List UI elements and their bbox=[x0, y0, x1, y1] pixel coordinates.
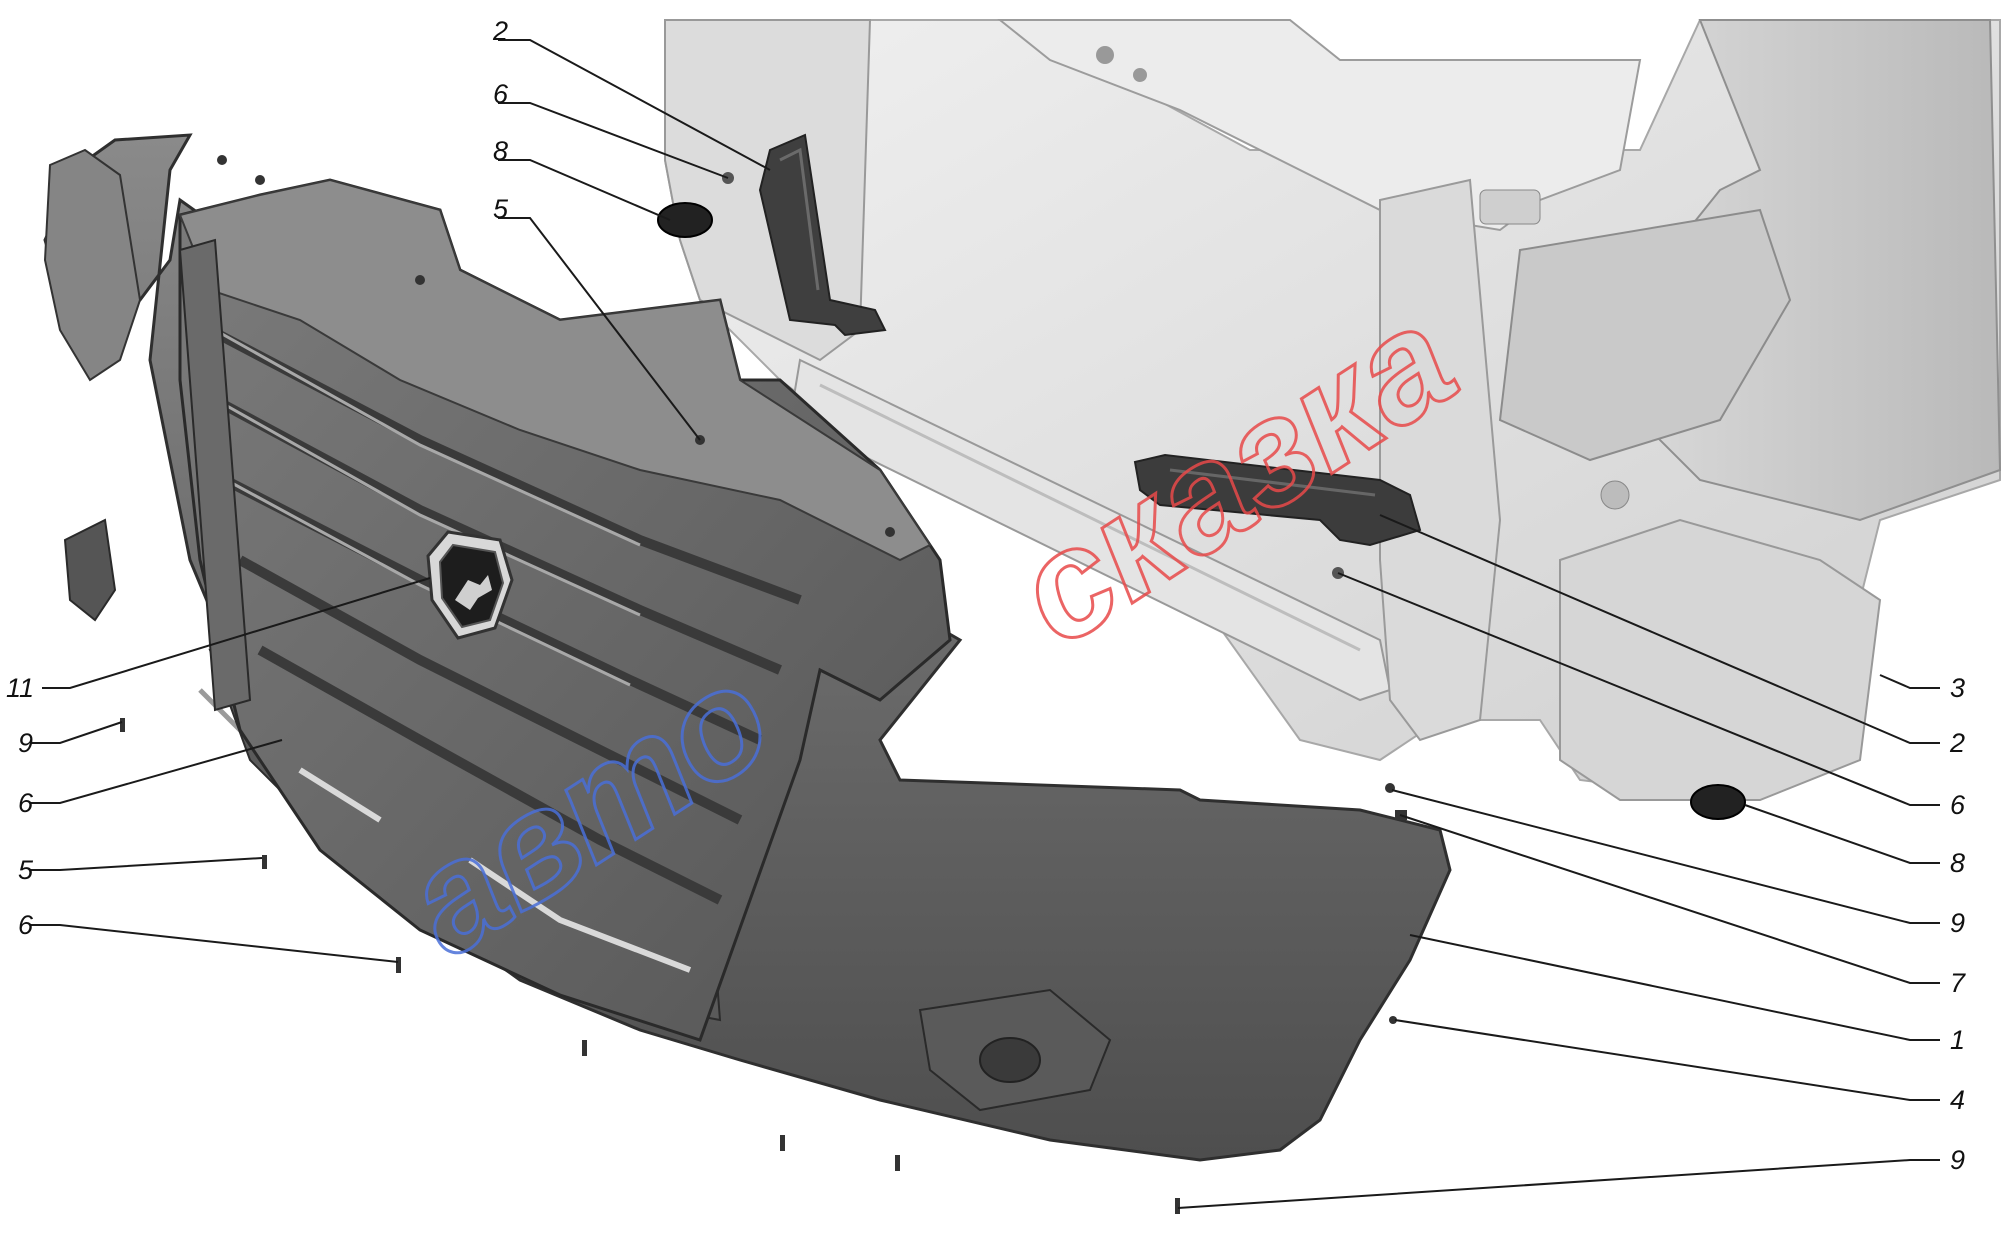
callout-4: 4 bbox=[1950, 1085, 1965, 1115]
bracket-right bbox=[1133, 453, 1422, 547]
gaz-emblem bbox=[426, 530, 514, 640]
leader-lines bbox=[30, 39, 1940, 1209]
callout-9-bottom: 9 bbox=[1950, 1145, 1965, 1175]
callout-3: 3 bbox=[1950, 673, 1965, 703]
callout-6-right: 6 bbox=[1950, 790, 1966, 820]
callout-5-top: 5 bbox=[493, 194, 509, 224]
bracket-left bbox=[758, 133, 887, 337]
callout-labels: 2 6 8 5 11 9 6 5 6 3 2 6 8 9 7 1 4 9 bbox=[6, 16, 1966, 1175]
body-front-frame bbox=[664, 19, 2002, 802]
callout-9-left: 9 bbox=[18, 728, 33, 758]
callout-8-right: 8 bbox=[1950, 848, 1965, 878]
callout-6-left-lower: 6 bbox=[18, 910, 34, 940]
callout-5-left: 5 bbox=[18, 855, 34, 885]
callout-7: 7 bbox=[1950, 968, 1966, 998]
callout-9-right: 9 bbox=[1950, 908, 1965, 938]
callout-2-right: 2 bbox=[1949, 728, 1965, 758]
callout-6-top: 6 bbox=[493, 79, 509, 109]
radiator-grille bbox=[178, 178, 952, 1042]
callout-6-left: 6 bbox=[18, 788, 34, 818]
callout-1: 1 bbox=[1950, 1025, 1965, 1055]
callout-2-top: 2 bbox=[492, 16, 508, 46]
callout-11: 11 bbox=[6, 673, 34, 703]
grommet-left bbox=[657, 202, 713, 238]
grommet-right bbox=[1690, 784, 1746, 820]
callout-8-top: 8 bbox=[493, 136, 508, 166]
